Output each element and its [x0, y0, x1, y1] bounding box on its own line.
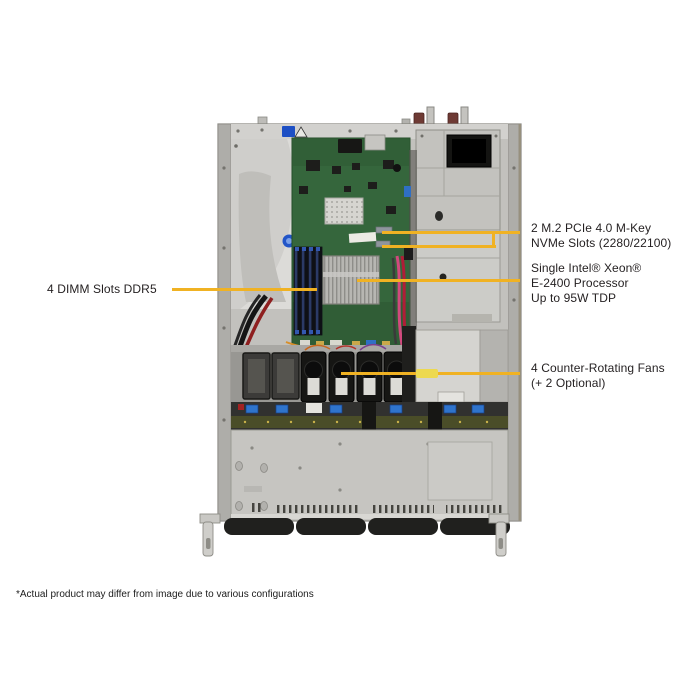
optional-psu-bay: [402, 326, 509, 404]
fans-leader-highlight: [416, 369, 438, 378]
warning-triangle-icon: [294, 126, 308, 138]
board-chips: [299, 160, 401, 214]
caution-sticker: [282, 126, 295, 137]
backplane-connectors: [238, 402, 485, 430]
right-mounting-ear: [488, 513, 510, 557]
board-edge-connectors: [300, 340, 390, 346]
callout-m2-label: 2 M.2 PCIe 4.0 M-Key NVMe Slots (2280/22…: [531, 221, 672, 250]
power-supply: [415, 129, 501, 323]
cable-bundle-right: [391, 246, 413, 348]
rear-screws: [222, 128, 516, 422]
fan-row: [231, 343, 410, 405]
m2-leader-bottom: [382, 245, 496, 248]
backplane-pads: [243, 420, 489, 424]
drive-backplane: [231, 402, 508, 430]
front-vents: [252, 502, 502, 513]
dimm-latches: [295, 247, 320, 334]
left-mounting-ear: [199, 513, 221, 557]
callout-fans-label: 4 Counter-Rotating Fans (+ 2 Optional): [531, 361, 665, 390]
left-rail: [217, 123, 232, 522]
cpu-leader: [357, 279, 520, 282]
dimm-leader: [172, 288, 317, 291]
fan-wires: [304, 343, 387, 351]
rear-io-block: [338, 139, 362, 153]
dimm-slots: [293, 246, 323, 336]
callout-dimm-label: 4 DIMM Slots DDR5: [47, 282, 157, 296]
cooling-fans: [300, 351, 410, 403]
empty-fan-holders: [242, 352, 300, 400]
chipset-heatsink: [324, 197, 364, 225]
front-bezel-handles: [199, 513, 510, 557]
footnote: *Actual product may differ from image du…: [16, 589, 314, 600]
m2-leader-bracket: [492, 231, 495, 248]
front-panel: [230, 429, 509, 519]
board-label: [348, 232, 377, 243]
callout-cpu-label: Single Intel® Xeon® E-2400 Processor Up …: [531, 261, 642, 305]
motherboard: [291, 134, 417, 351]
m2-leader-top: [382, 231, 520, 234]
front-panel-screws: [250, 442, 430, 492]
